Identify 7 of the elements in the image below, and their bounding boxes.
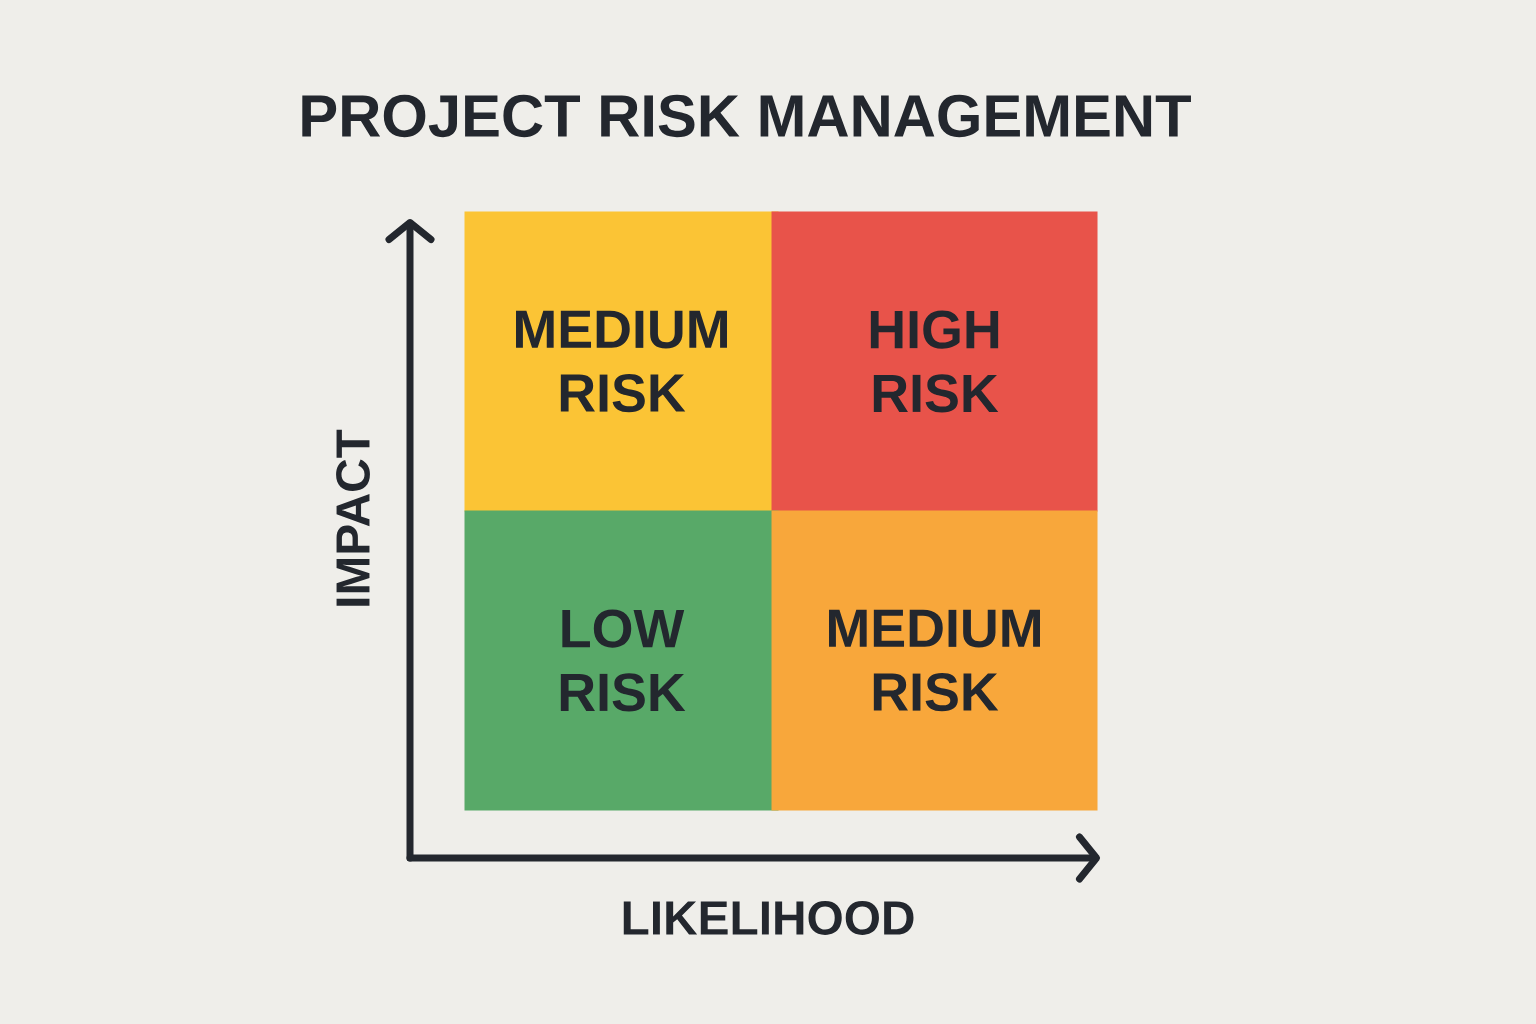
risk-quadrant: HIGH RISK — [771, 211, 1098, 512]
title: PROJECT RISK MANAGEMENT — [302, 94, 1191, 138]
axis-label: IMPACT — [336, 429, 370, 606]
risk-quadrant: MEDIUM RISK — [464, 211, 779, 512]
risk-quadrant: MEDIUM RISK — [771, 510, 1098, 811]
risk-quadrant: LOW RISK — [464, 510, 779, 811]
axis-label: LIKELIHOOD — [623, 901, 914, 935]
